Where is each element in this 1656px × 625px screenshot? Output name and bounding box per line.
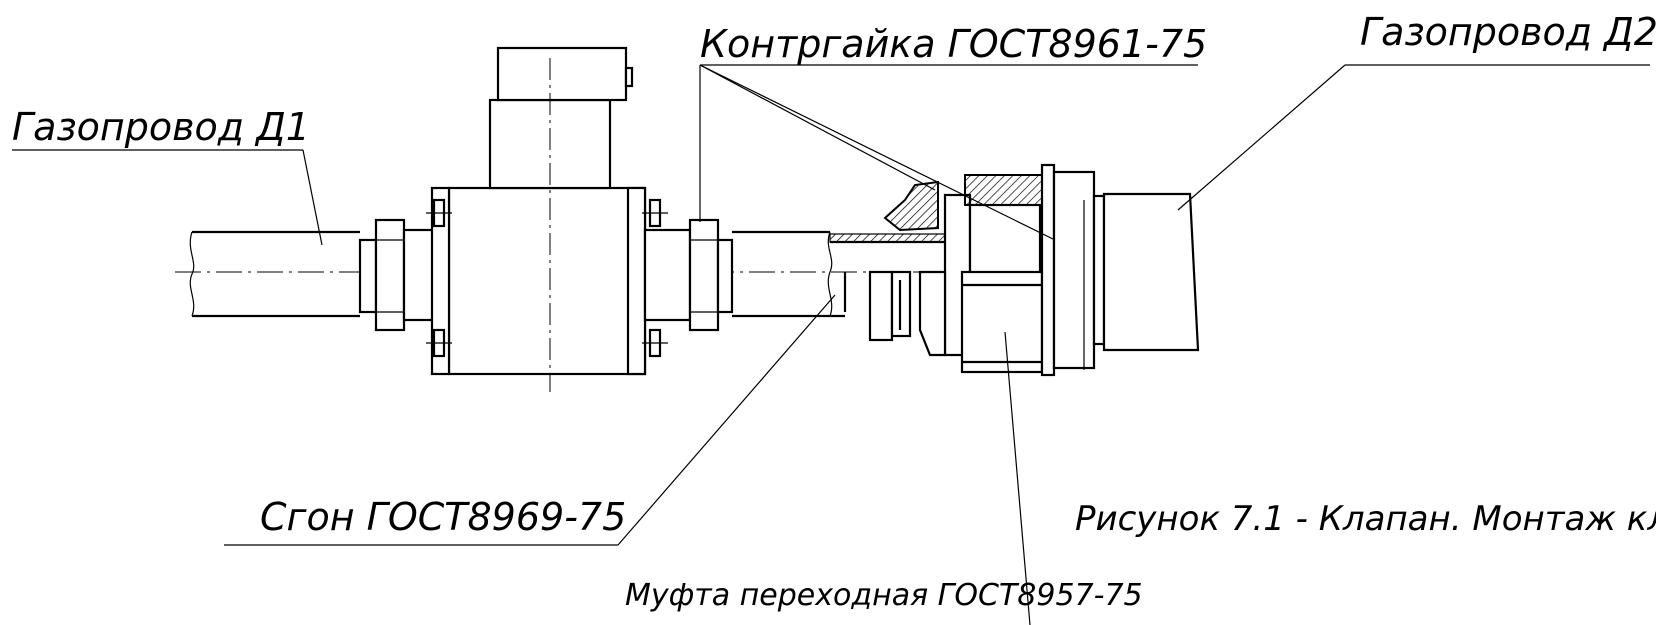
- sgon-pipe: [732, 230, 951, 318]
- figure-caption: Рисунок 7.1 - Клапан. Монтаж клапан: [1075, 499, 1656, 539]
- pipe-d1: [189, 230, 360, 318]
- valve-body: [426, 46, 668, 392]
- transition-coupling: [918, 163, 1106, 377]
- locknut: [868, 180, 939, 342]
- label-locknut: Контргайка ГОСТ8961-75: [700, 22, 1207, 66]
- label-union: Сгон ГОСТ8969-75: [260, 495, 626, 539]
- label-pipe-d2: Газопровод Д2: [1360, 10, 1656, 54]
- label-pipe-d1: Газопровод Д1: [12, 105, 310, 149]
- right-union-nut: [643, 218, 734, 332]
- label-coupling: Муфта переходная ГОСТ8957-75: [625, 578, 1143, 613]
- leader-lines: [12, 64, 1650, 625]
- pipe-d2: [1102, 192, 1200, 352]
